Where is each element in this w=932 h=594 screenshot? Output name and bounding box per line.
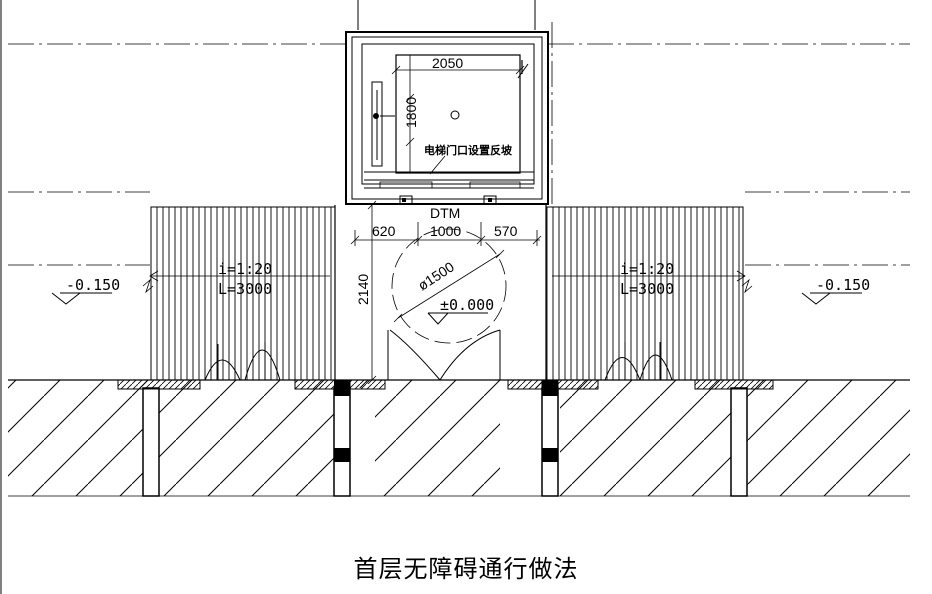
axis-lines — [8, 0, 910, 266]
ramp-left — [150, 206, 336, 381]
posts — [142, 387, 748, 497]
drawing-title: 首层无障碍通行做法 — [353, 555, 579, 583]
elevator-shaft — [345, 31, 549, 205]
level-center: ±0.000 — [440, 296, 494, 314]
slope-arrows — [142, 270, 753, 294]
dim-door-width: 1000 — [430, 223, 461, 239]
dim-door-right: 570 — [494, 223, 518, 239]
elevator-tag: DTM — [430, 205, 460, 221]
dim-turning-circle: ø1500 — [415, 258, 457, 293]
ramp-right-length: L=3000 — [620, 280, 674, 298]
dim-landing-depth: 2140 — [355, 274, 371, 305]
ramp-right-slope: i=1:20 — [620, 260, 674, 278]
landing-walls — [334, 205, 547, 380]
ramp-right — [545, 206, 744, 381]
post-caps — [334, 380, 558, 462]
elevator-dims — [391, 55, 525, 175]
elevator-fills — [373, 113, 492, 202]
ramp-left-slope: i=1:20 — [218, 260, 272, 278]
level-markers — [51, 292, 862, 325]
level-right: -0.150 — [816, 276, 870, 294]
landing-dims — [350, 200, 542, 385]
dim-car-depth: 1800 — [403, 97, 419, 128]
ramp-left-length: L=3000 — [218, 280, 272, 298]
level-left: -0.150 — [66, 276, 120, 294]
elevator-note: 电梯门口设置反坡 — [424, 143, 513, 157]
dim-door-left: 620 — [372, 223, 396, 239]
dim-car-width: 2050 — [432, 55, 463, 71]
door-swings — [204, 329, 673, 381]
